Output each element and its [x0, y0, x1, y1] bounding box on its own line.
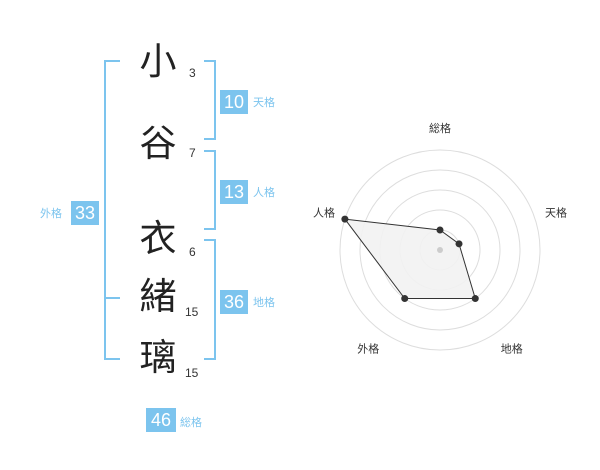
stroke-count-1: 3 — [189, 66, 196, 80]
stroke-count-5: 15 — [185, 366, 199, 380]
name-char-5: 璃 — [139, 336, 177, 379]
radar-data-polygon — [343, 218, 476, 300]
radar-ring — [339, 149, 541, 351]
jinkaku-score: 13 — [220, 180, 248, 204]
name-char-3: 衣 — [139, 217, 177, 260]
stroke-count-4: 15 — [185, 305, 199, 319]
gaikaku-score: 33 — [71, 201, 99, 225]
soukaku-label: 総格 — [180, 416, 202, 429]
radar-axis-label-4: 外格 — [357, 342, 379, 356]
name-char-1: 小 — [139, 40, 177, 83]
chikaku-label: 地格 — [253, 296, 275, 309]
name-char-2: 谷 — [139, 122, 177, 165]
stroke-count-2: 7 — [189, 146, 196, 160]
radar-axis-label-2: 天格 — [545, 205, 567, 219]
chikaku-score: 36 — [220, 290, 248, 314]
radar-point-1 — [436, 226, 444, 234]
radar-axis-label-1: 総格 — [429, 121, 451, 135]
name-char-4: 緒 — [139, 275, 177, 318]
radar-axis-label-3: 地格 — [501, 342, 523, 356]
tenkaku-bracket — [204, 60, 216, 140]
radar-axis-label-5: 人格 — [313, 205, 335, 219]
radar-center-dot — [437, 247, 443, 253]
radar-ring — [359, 169, 521, 331]
jinkaku-label: 人格 — [253, 186, 275, 199]
chikaku-bracket — [204, 239, 216, 360]
tenkaku-label: 天格 — [253, 96, 275, 109]
gaikaku-label: 外格 — [40, 207, 62, 220]
radar-point-4 — [401, 295, 409, 303]
soukaku-score: 46 — [146, 408, 176, 432]
gaikaku-divider — [104, 297, 120, 299]
stroke-count-3: 6 — [189, 245, 196, 259]
jinkaku-bracket — [204, 150, 216, 230]
gaikaku-bracket — [104, 60, 120, 360]
radar-point-2 — [455, 240, 463, 248]
radar-point-3 — [471, 295, 479, 303]
tenkaku-score: 10 — [220, 90, 248, 114]
radar-point-5 — [341, 215, 349, 223]
